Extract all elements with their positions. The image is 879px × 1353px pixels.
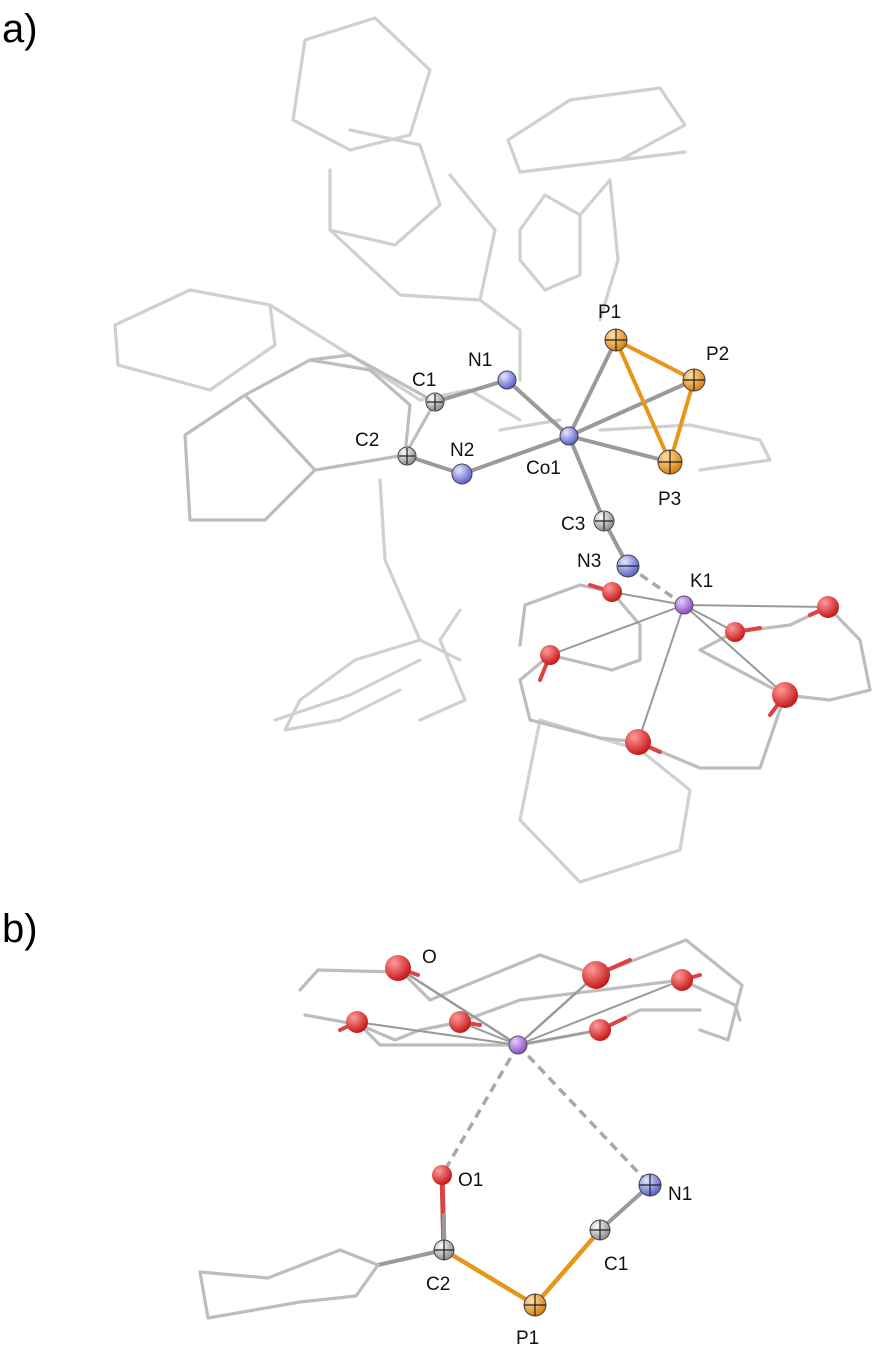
label-b-c1: C1 [604,1254,628,1275]
label-a-co1: Co1 [526,458,561,479]
atom-c1-b [589,1219,611,1241]
atom-p3 [657,449,683,475]
label-a-c2: C2 [355,430,379,451]
label-a-p3: P3 [658,489,681,510]
label-a-c1: C1 [412,370,436,391]
label-b-o1: O1 [458,1170,483,1191]
label-b-n1: N1 [668,1184,692,1205]
atom-c1 [425,392,445,412]
atom-k-b [508,1035,528,1055]
panel-a-atoms [397,328,839,755]
panel-a-labels: P1 P2 P3 N1 N2 N3 C1 C2 C3 Co1 K1 [355,302,729,592]
panel-a-backbone [183,353,437,522]
label-a-p1: P1 [598,302,621,323]
label-b-o: O [422,947,437,968]
atom-p2 [682,368,706,392]
label-b-c2: C2 [426,1274,450,1295]
atom-k1 [674,595,694,615]
atom-n3 [616,554,640,578]
atom-c2 [397,446,417,466]
label-a-k1: K1 [690,571,713,592]
oxygen-atoms-b [346,955,693,1041]
panel-a: a) [2,7,872,884]
atom-o1-b [432,1165,452,1185]
panel-b-letter: b) [2,907,38,951]
panel-b-anion-bonds [198,1043,652,1320]
label-b-p1: P1 [516,1328,539,1349]
label-a-p2: P2 [706,344,729,365]
panel-b: b) [2,907,744,1349]
atom-p1 [604,328,628,352]
panel-b-atoms [346,955,693,1317]
panel-b-labels: O O1 N1 C1 C2 P1 [422,947,692,1349]
atom-c2-b [433,1239,455,1261]
label-a-n2: N2 [450,440,474,461]
atom-n1-b [638,1173,662,1197]
panel-a-letter: a) [2,7,38,51]
atom-n1 [497,370,517,390]
label-a-n1: N1 [468,350,492,371]
atom-co1 [559,426,579,446]
atom-c3 [593,510,615,532]
panel-b-cryptand [298,938,744,1047]
atom-p1-b [523,1293,547,1317]
panel-a-cryptand [518,583,872,770]
label-a-c3: C3 [561,514,585,535]
label-a-n3: N3 [577,551,601,572]
atom-n2 [451,463,473,485]
oxygen-atoms-a [540,582,839,755]
